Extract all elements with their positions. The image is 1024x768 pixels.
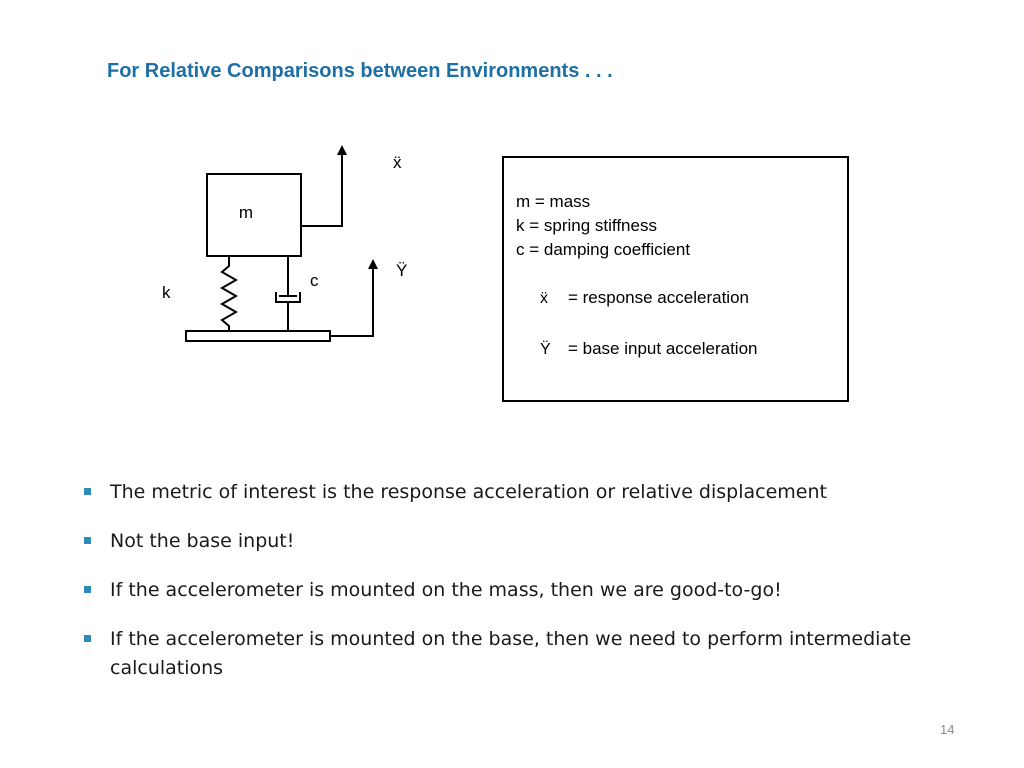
bullet-square-icon [84,537,91,544]
response-symbol: ẍ [393,153,402,172]
base-symbol: Ÿ [396,261,407,280]
mass-label: m [239,203,253,222]
bullet-text: The metric of interest is the response a… [110,481,827,503]
bullet-text: Not the base input! [110,530,295,552]
slide-title: For Relative Comparisons between Environ… [107,60,613,82]
legend-mass: m = mass [516,192,591,211]
base-arrow-head [368,259,378,269]
variable-legend: m = mass k = spring stiffness c = dampin… [502,156,849,402]
damper-label: c [310,271,319,290]
bullet-text: If the accelerometer is mounted on the b… [110,628,912,679]
spring [219,256,239,331]
legend-response-symbol: ẍ [540,290,548,307]
response-arrow-head [337,145,347,155]
bullet-item: The metric of interest is the response a… [82,478,942,507]
bullet-item: If the accelerometer is mounted on the m… [82,576,942,605]
legend-damping: c = damping coefficient [516,240,691,259]
legend-response-definition: = response acceleration [568,288,749,307]
response-arrow-line [301,152,343,227]
diagram-canvas: m k c ẍ Ÿ [162,145,407,342]
mass-block [206,173,302,257]
page-number: 14 [940,722,955,737]
legend-base-symbol: Ÿ [540,341,551,358]
base-arrow-line [330,266,374,337]
bullet-text: If the accelerometer is mounted on the m… [110,579,782,601]
bullet-square-icon [84,488,91,495]
legend-base-definition: = base input acceleration [568,339,758,358]
bullet-item: Not the base input! [82,527,942,556]
legend-spring: k = spring stiffness [516,216,657,235]
bullet-list: The metric of interest is the response a… [82,478,942,703]
spring-mass-damper-diagram: m k c ẍ Ÿ [150,138,440,362]
bullet-item: If the accelerometer is mounted on the b… [82,625,942,683]
bullet-square-icon [84,635,91,642]
bullet-square-icon [84,586,91,593]
base-plate [185,330,331,342]
spring-label: k [162,283,171,302]
